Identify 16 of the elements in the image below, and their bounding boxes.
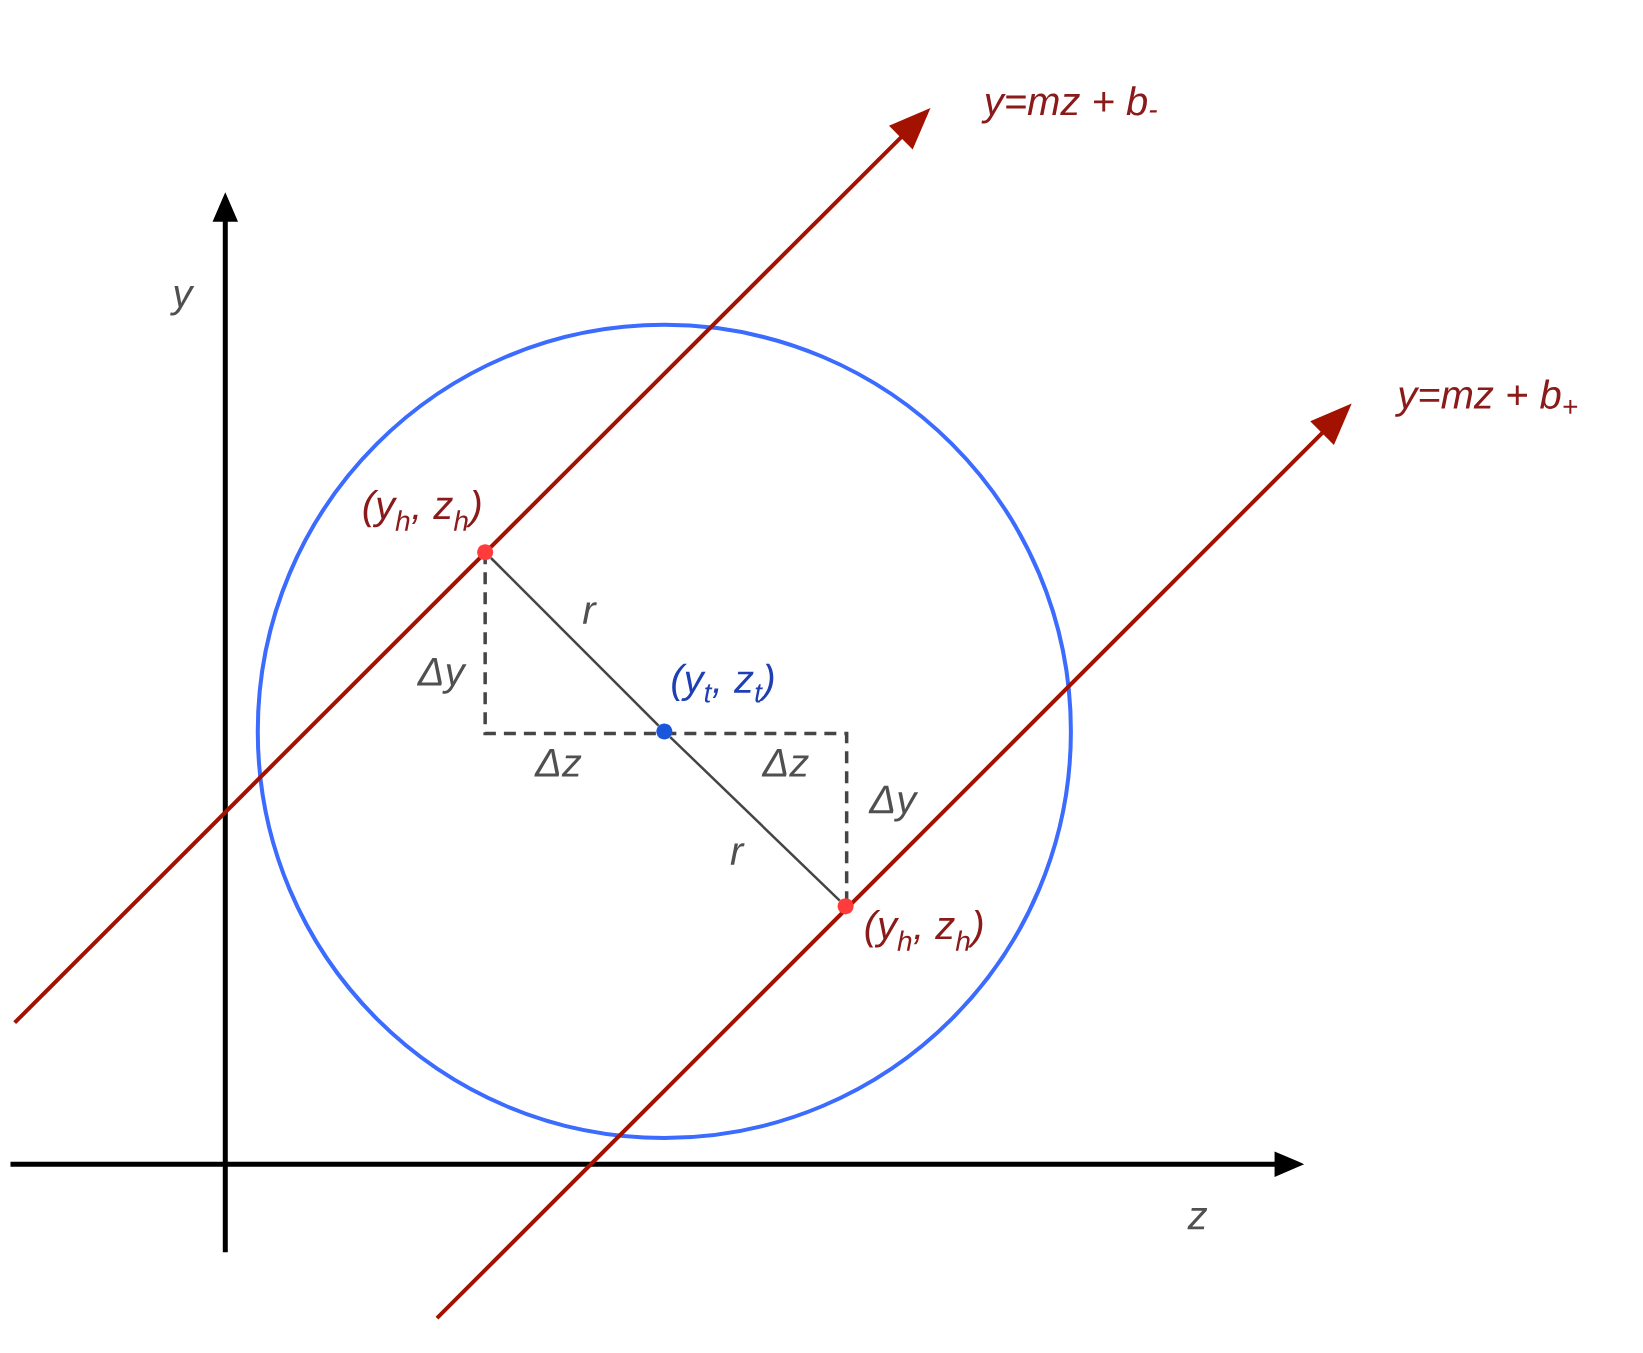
axis-label: z <box>1187 1208 1208 1230</box>
line-label: y=mz + b$_{-}$ <box>981 86 1157 124</box>
point <box>477 544 494 561</box>
dimension-label: Δy <box>868 785 919 822</box>
point-label: (y$_{h}$, z$_{h}$) <box>363 490 481 531</box>
point-label: (y$_{t}$, z$_{t}$) <box>672 663 774 703</box>
line-label: y=mz + b$_{+}$ <box>1395 379 1578 417</box>
dimension-label: Δz <box>534 749 582 777</box>
point-label: (y$_{h}$, z$_{h}$) <box>865 910 983 951</box>
point <box>837 898 854 915</box>
edge-label: r <box>581 601 597 625</box>
dimension-label: Δy <box>416 658 467 694</box>
edge-label: r <box>729 842 745 866</box>
axis-label: y <box>170 286 195 316</box>
point <box>656 723 673 740</box>
dimension-label: Δz <box>761 749 809 777</box>
